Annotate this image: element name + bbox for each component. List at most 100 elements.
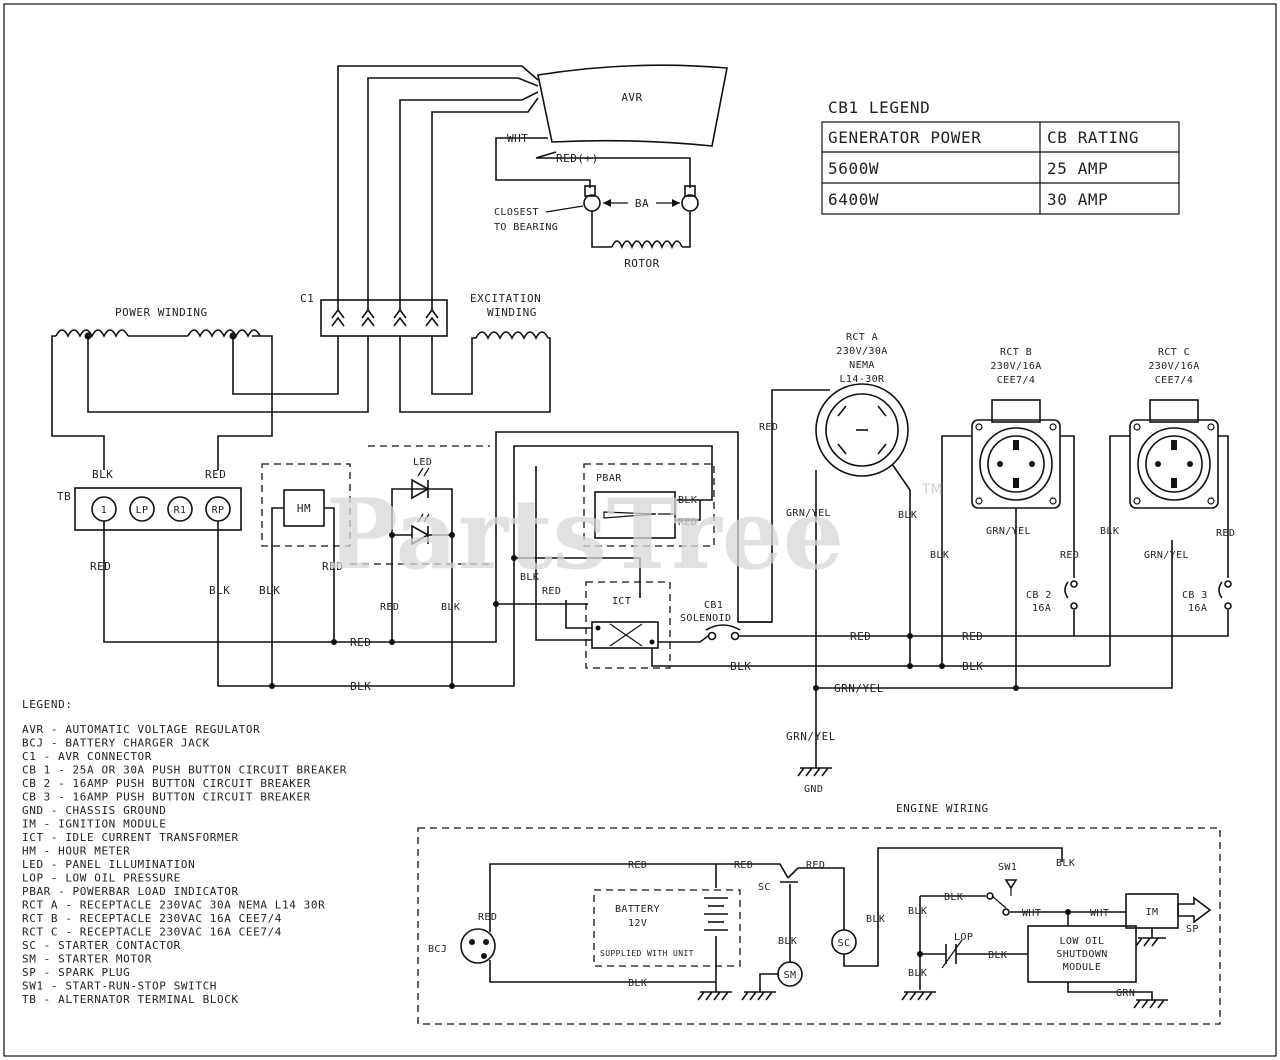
battery-label-1: BATTERY: [615, 904, 660, 915]
legend-item: RCT A - RECEPTACLE 230VAC 30A NEMA L14 3…: [22, 899, 325, 912]
led-panel-illumination: LED RED BLK: [380, 457, 460, 689]
legend-item: C1 - AVR CONNECTOR: [22, 750, 152, 763]
sp-label: SP: [1186, 924, 1199, 935]
led-blk-label: BLK: [441, 602, 460, 613]
tb-term-lp: LP: [136, 505, 149, 516]
gnd-blk-label-2: BLK: [908, 968, 927, 979]
tb-blk-label: BLK: [92, 468, 113, 481]
cb3-label-2: 16A: [1188, 603, 1207, 614]
sw1-blk-label: BLK: [1056, 858, 1075, 869]
legend-item: LED - PANEL ILLUMINATION: [22, 858, 195, 871]
excitation-label-1: EXCITATION: [470, 292, 541, 305]
cb2-label-1: CB 2: [1026, 590, 1052, 601]
power-winding: POWER WINDING: [51, 306, 369, 470]
rctb-blk-label: BLK: [930, 550, 949, 561]
red-plus-label: RED(+): [556, 152, 599, 165]
legend-item: HM - HOUR METER: [22, 845, 130, 858]
gnd-blk-label-1: BLK: [908, 906, 927, 917]
c1-label: C1: [300, 292, 314, 305]
legend-item: CB 3 - 16AMP PUSH BUTTON CIRCUIT BREAKER: [22, 791, 311, 804]
rctb-grnyel-label: GRN/YEL: [986, 526, 1031, 537]
sc-red-label-2: RED: [806, 860, 825, 871]
cb1-row1-power: 5600W: [828, 159, 879, 178]
pbar-label: PBAR: [596, 473, 622, 484]
wht-label: WHT: [507, 132, 528, 145]
starter-contactor: RED RED SC BLK SM SC BLK BLK: [716, 847, 1075, 1001]
rcta-line4: L14-30R: [840, 374, 886, 385]
tb-label: TB: [57, 490, 71, 503]
legend-item: PBAR - POWERBAR LOAD INDICATOR: [22, 885, 239, 898]
bcj-label: BCJ: [428, 944, 447, 955]
low-oil-line3: MODULE: [1063, 962, 1102, 973]
ignition-module: IM SP: [1125, 893, 1212, 947]
pbar-indicator: PBAR BLK RED: [594, 473, 701, 539]
closest-label-2: TO BEARING: [494, 222, 558, 233]
rctc-line1: RCT C: [1158, 347, 1190, 358]
sc-blk-label: BLK: [778, 936, 797, 947]
sw-blk-label: BLK: [944, 892, 963, 903]
legend-item: AVR - AUTOMATIC VOLTAGE REGULATOR: [22, 723, 260, 736]
tb-red-label: RED: [205, 468, 226, 481]
excitation-winding: EXCITATION WINDING: [399, 292, 551, 413]
grn-label: GRN: [1116, 988, 1135, 999]
legend-item: CB 1 - 25A OR 30A PUSH BUTTON CIRCUIT BR…: [22, 764, 347, 777]
cb1-breaker: CB1 SOLENOID RED RED RED BLK BLK: [651, 389, 1178, 673]
low-oil-line2: SHUTDOWN: [1056, 949, 1107, 960]
sc-coil-label: SC: [838, 938, 851, 949]
rcta-blk-label: BLK: [898, 510, 917, 521]
receptacle-b: RCT B 230V/16A CEE7/4 BLK GRN/YEL RED CB…: [930, 347, 1079, 688]
abbreviation-legend: LEGEND: AVR - AUTOMATIC VOLTAGE REGULATO…: [22, 698, 347, 1006]
pbar-enclosure: [583, 463, 715, 547]
bat-blk-label: BLK: [628, 978, 647, 989]
battery-label-2: 12V: [628, 918, 647, 929]
bcj-red-label: RED: [478, 912, 497, 923]
cb1-header-power: GENERATOR POWER: [828, 128, 982, 147]
terminal-block: TB 1 LP R1 RP BLK RED: [57, 468, 242, 531]
coil-blk-label: BLK: [866, 914, 885, 925]
switch-and-modules: SW1 BLK WHT WHT BLK BLK LOP BLK LOW OIL …: [901, 862, 1168, 1009]
partstree-watermark: PartsTree TM: [326, 478, 943, 591]
battery-charger-jack: BCJ RED RED BLK: [428, 860, 717, 989]
main-blk-label: BLK: [730, 660, 751, 673]
cb1-row1-rating: 25 AMP: [1047, 159, 1108, 178]
rctc-line3: CEE7/4: [1155, 375, 1194, 386]
lop-label: LOP: [954, 932, 973, 943]
avr-c1-wires: [337, 65, 691, 310]
rctb-line1: RCT B: [1000, 347, 1032, 358]
bat-red-label: RED: [628, 860, 647, 871]
tb-term-rp: RP: [212, 505, 225, 516]
panel-blk-label: BLK: [350, 680, 371, 693]
tb-red-wire-label: RED: [90, 560, 111, 573]
engine-wiring-title: ENGINE WIRING: [896, 802, 989, 815]
excitation-label-2: WINDING: [487, 306, 537, 319]
hm-blk-label: BLK: [259, 584, 280, 597]
gnd-label: GND: [804, 784, 823, 795]
legend-item: RCT B - RECEPTACLE 230VAC 16A CEE7/4: [22, 912, 282, 925]
battery-enclosure: [593, 889, 741, 967]
watermark-tm: TM: [921, 482, 943, 498]
main-red-label: RED: [850, 630, 871, 643]
legend-item: BCJ - BATTERY CHARGER JACK: [22, 737, 210, 750]
legend-item: SM - STARTER MOTOR: [22, 953, 152, 966]
c1-connector: C1: [300, 292, 448, 337]
closest-label-1: CLOSEST: [494, 207, 539, 218]
rctc-red-label: RED: [1216, 528, 1235, 539]
cb2-label-2: 16A: [1032, 603, 1051, 614]
pbar-blk-label: BLK: [678, 495, 697, 506]
legend-item: RCT C - RECEPTACLE 230VAC 16A CEE7/4: [22, 926, 282, 939]
main-red-label-2: RED: [962, 630, 983, 643]
sc-red-label: RED: [734, 860, 753, 871]
cb1-legend-title: CB1 LEGEND: [828, 98, 930, 117]
pbar-red-label: RED: [678, 517, 697, 528]
rcta-grnyel-label: GRN/YEL: [786, 508, 831, 519]
rcta-line3: NEMA: [849, 360, 875, 371]
rctc-line2: 230V/16A: [1148, 361, 1199, 372]
supplied-label: SUPPLIED WITH UNIT: [600, 949, 694, 958]
rctb-line3: CEE7/4: [997, 375, 1036, 386]
led-red-label: RED: [380, 602, 399, 613]
grn-yel-gnd-label: GRN/YEL: [786, 730, 836, 743]
rctb-red-label: RED: [1060, 550, 1079, 561]
legend-item: GND - CHASSIS GROUND: [22, 804, 166, 817]
rotor-label: ROTOR: [624, 257, 660, 270]
